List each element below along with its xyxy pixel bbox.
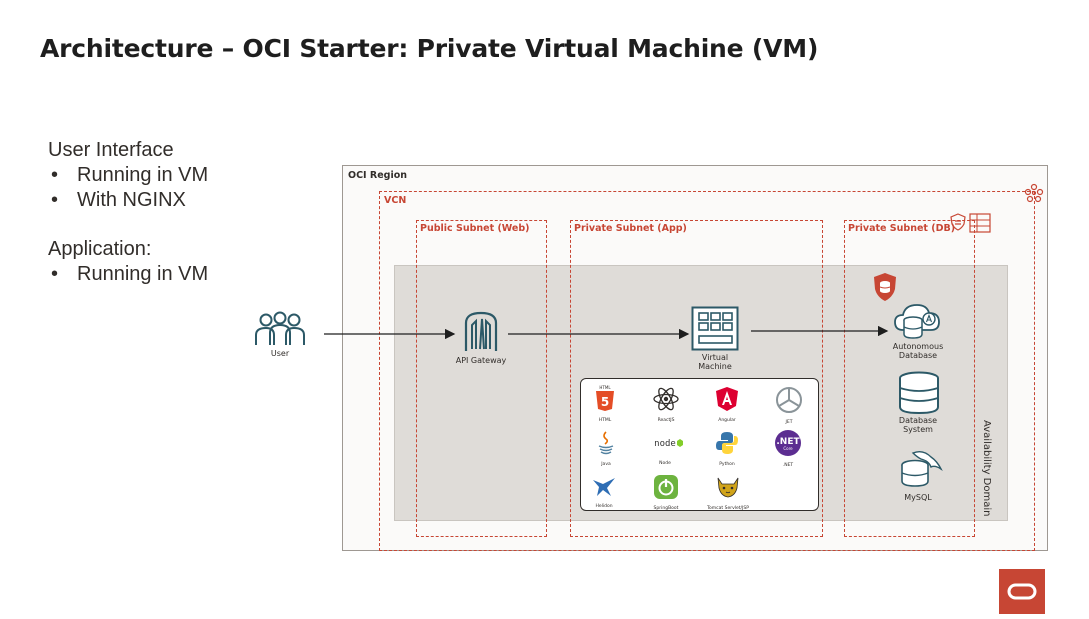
vcn-icon <box>1024 183 1044 203</box>
private-subnet-db-label: Private Subnet (DB) <box>848 223 956 234</box>
private-subnet-db <box>844 220 975 537</box>
tech-label: Node <box>659 461 671 466</box>
tech-item-html: HTML 5 HTML <box>583 384 627 423</box>
tech-item-jet: JET <box>767 386 811 425</box>
public-subnet-label: Public Subnet (Web) <box>420 223 530 234</box>
list-item: • With NGINX <box>51 188 208 213</box>
vcn-label: VCN <box>384 195 407 206</box>
tech-label: Python <box>719 462 735 467</box>
list-item-text: Running in VM <box>77 263 209 285</box>
oci-region-label: OCI Region <box>348 170 407 181</box>
tech-label: Java <box>601 462 611 467</box>
springboot-icon <box>654 475 678 499</box>
tech-item-angular: Angular <box>705 386 749 423</box>
helidon-icon <box>593 478 615 496</box>
virtual-machine-icon <box>691 306 739 351</box>
bullet-dot: • <box>51 189 59 211</box>
list-item: • Running in VM <box>51 262 208 287</box>
oracle-jet-icon <box>776 387 802 413</box>
tech-item-node: node Node <box>643 436 687 466</box>
svg-text:.NET: .NET <box>776 437 800 447</box>
tech-label: HTML <box>598 418 612 423</box>
data-safe-icon <box>874 273 896 301</box>
bullet-dot: • <box>51 164 59 186</box>
list-item-text: Running in VM <box>77 164 209 186</box>
vcn-container <box>379 191 1035 551</box>
ui-heading: User Interface <box>48 139 174 161</box>
oracle-logo-icon <box>1007 583 1037 600</box>
app-heading: Application: <box>48 238 152 260</box>
svg-text:HTML: HTML <box>599 385 611 390</box>
svg-text:node: node <box>654 439 676 449</box>
nodejs-icon: node <box>654 439 683 449</box>
public-subnet-web <box>416 220 547 537</box>
tech-item-python: Python <box>705 430 749 467</box>
tech-label: Angular <box>718 418 736 423</box>
autonomous-database-icon <box>894 304 940 339</box>
html5-icon: HTML 5 <box>596 385 614 411</box>
svg-text:5: 5 <box>601 395 609 409</box>
tech-label: JET <box>785 420 793 425</box>
tech-label: Tomcat Servlet/JSP <box>707 506 749 511</box>
tomcat-icon <box>717 477 739 498</box>
java-icon <box>598 431 614 455</box>
tech-label: .NET <box>782 463 794 468</box>
user-label: User <box>270 349 290 358</box>
tech-item-tomcat: Tomcat Servlet/JSP <box>701 474 755 511</box>
tech-label: Helidon <box>595 504 613 509</box>
tech-item-helidon: Helidon <box>582 476 626 509</box>
tech-label: ReactJS <box>657 418 675 423</box>
private-subnet-app-label: Private Subnet (App) <box>574 223 687 234</box>
api-gateway-label: API Gateway <box>455 356 507 365</box>
react-icon <box>653 387 679 411</box>
private-subnet-app <box>570 220 823 537</box>
angular-icon <box>716 387 738 411</box>
dotnet-icon: .NET Core <box>775 430 801 456</box>
svg-text:Core: Core <box>783 446 793 451</box>
users-icon <box>255 311 305 345</box>
list-item: • Running in VM <box>51 163 208 188</box>
oracle-logo <box>999 569 1045 614</box>
mysql-icon <box>901 450 943 487</box>
mysql-label: MySQL <box>904 493 932 502</box>
list-item-text: With NGINX <box>77 189 186 211</box>
route-table-icon <box>969 213 991 233</box>
page-title: Architecture – OCI Starter: Private Virt… <box>40 34 819 63</box>
bullet-list: User Interface • Running in VM • With NGIN… <box>48 138 208 287</box>
security-list-icon <box>950 213 966 231</box>
tech-item-springboot: SpringBoot <box>644 474 688 511</box>
tech-item-dotnet: .NET Core .NET <box>766 429 810 468</box>
tech-label: SpringBoot <box>653 506 679 511</box>
bullet-dot: • <box>51 263 59 285</box>
api-gateway-icon <box>464 311 498 351</box>
database-system-icon <box>899 371 939 415</box>
tech-item-react: ReactJS <box>644 386 688 423</box>
tech-item-java: Java <box>584 430 628 467</box>
python-icon <box>716 432 738 454</box>
